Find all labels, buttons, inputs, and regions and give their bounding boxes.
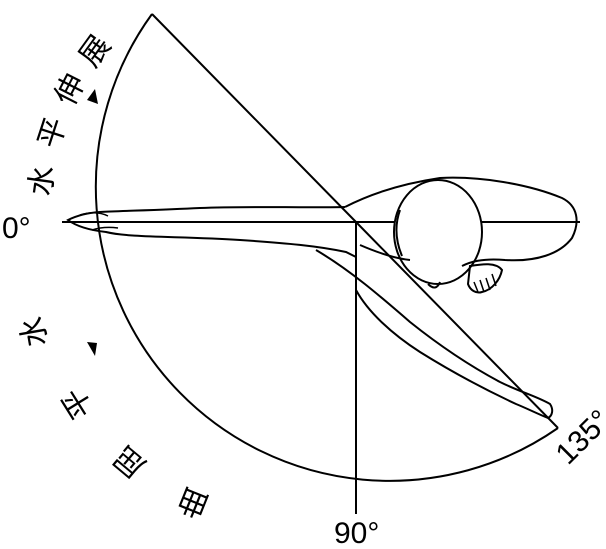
- shoulder-outline: [344, 176, 578, 267]
- finger-lines: [473, 273, 497, 293]
- arm-flexed: [315, 249, 554, 420]
- chest-line: [359, 244, 411, 261]
- hair-curl: [427, 281, 441, 289]
- lower-arc-char-2: 平: [55, 381, 101, 425]
- arm-horizontal-detail: [79, 212, 119, 231]
- range-of-motion-arc: [94, 13, 559, 482]
- lower-arc-char-3: 屈: [107, 438, 152, 484]
- upper-arc-char-3: 伸: [48, 68, 93, 111]
- one-thirty-five-degree-label: 135°: [550, 404, 606, 471]
- upper-arc-char-4: 展: [72, 29, 118, 74]
- arm-horizontal: [66, 206, 357, 258]
- upper-arc-char-2: 平: [32, 113, 75, 152]
- head-detail: [395, 209, 403, 257]
- lower-arc-char-4: 曲: [173, 480, 214, 524]
- ninety-degree-label: 90°: [334, 517, 379, 549]
- hand: [466, 263, 504, 294]
- upper-arc-char-1: 水: [23, 163, 62, 198]
- flexion-arrow-icon: [87, 342, 97, 356]
- zero-degree-label: 0°: [2, 212, 31, 245]
- lower-arc-char-1: 水: [15, 314, 55, 350]
- extension-limit-line: [151, 13, 357, 223]
- extension-arrow-icon: [87, 89, 98, 104]
